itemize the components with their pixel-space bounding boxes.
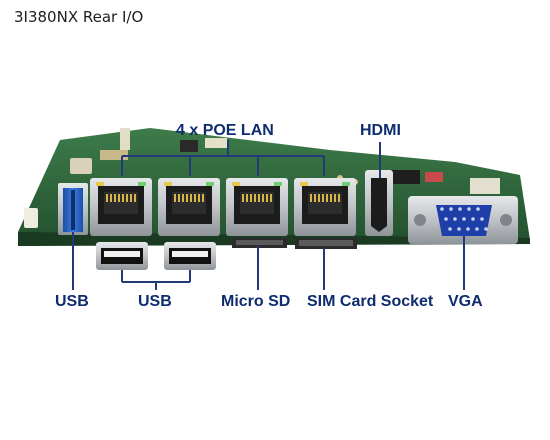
rj45-lan-port bbox=[294, 178, 356, 236]
vga-port bbox=[408, 196, 518, 244]
micro-sd-slot bbox=[232, 238, 287, 248]
sim-card-slot bbox=[295, 238, 357, 249]
poe-lan-label: 4 x POE LAN bbox=[176, 122, 274, 139]
rj45-lan-port bbox=[226, 178, 288, 236]
hdmi-label: HDMI bbox=[360, 122, 401, 139]
leader-lines bbox=[72, 140, 465, 290]
rj45-lan-port bbox=[90, 178, 152, 236]
usb-pair-label: USB bbox=[138, 293, 172, 310]
hdmi-port bbox=[365, 170, 393, 236]
usb2-port bbox=[164, 242, 216, 270]
vga-label: VGA bbox=[448, 293, 483, 310]
usb2-port bbox=[96, 242, 148, 270]
micro-sd-label: Micro SD bbox=[221, 293, 291, 310]
usb-left-label: USB bbox=[55, 293, 89, 310]
usb3-port bbox=[58, 183, 88, 235]
page-title: 3I380NX Rear I/O bbox=[14, 8, 144, 26]
sim-card-label: SIM Card Socket bbox=[307, 293, 434, 310]
rj45-lan-port bbox=[158, 178, 220, 236]
